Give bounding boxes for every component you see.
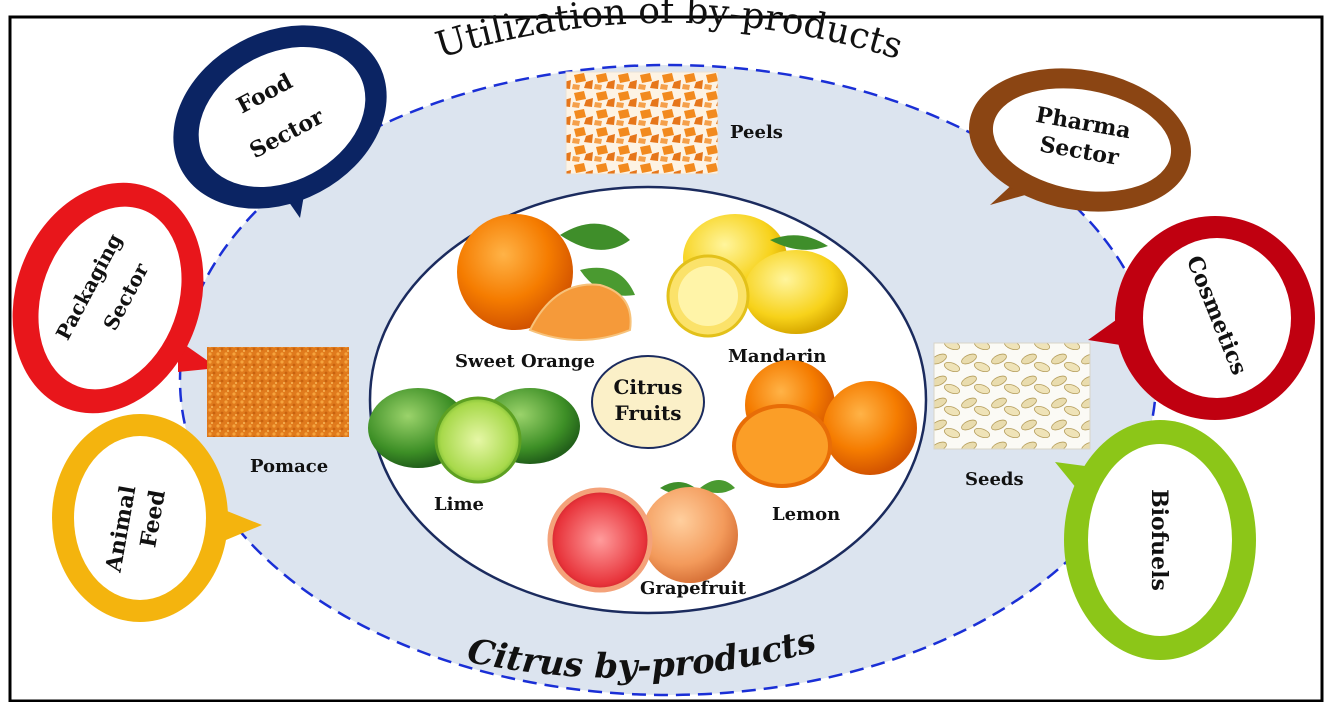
center-line2: Fruits	[614, 401, 681, 425]
pomace-image	[207, 347, 349, 437]
peels-image	[566, 72, 718, 174]
seeds-image	[934, 343, 1090, 449]
seeds-label: Seeds	[965, 469, 1024, 490]
center-citrus-fruits: Citrus Fruits	[592, 356, 704, 448]
lemon-label: Lemon	[772, 504, 840, 525]
peels-label: Peels	[730, 122, 783, 143]
pomace-label: Pomace	[250, 456, 328, 477]
pharma-sector-bubble: Pharma Sector	[958, 52, 1203, 229]
biofuels-label: Biofuels	[1146, 489, 1172, 591]
title-top: Utilization of by-products	[431, 0, 907, 68]
sweet-orange-label: Sweet Orange	[455, 351, 595, 372]
grapefruit-label: Grapefruit	[640, 578, 747, 599]
lime-label: Lime	[434, 494, 484, 515]
center-line1: Citrus	[613, 375, 682, 399]
